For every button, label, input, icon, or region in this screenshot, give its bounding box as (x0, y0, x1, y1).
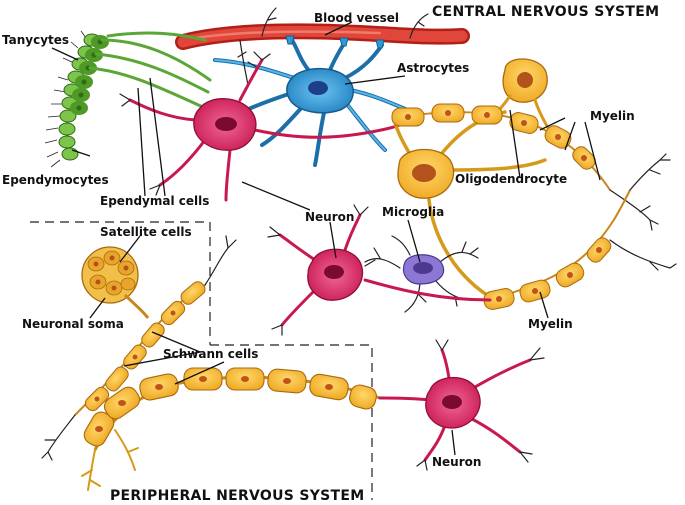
title-pns: PERIPHERAL NERVOUS SYSTEM (110, 488, 365, 504)
label-neuron-center: Neuron (305, 210, 354, 224)
label-astrocytes: Astrocytes (397, 61, 469, 75)
title-cns: CENTRAL NERVOUS SYSTEM (432, 4, 659, 20)
region-borders (30, 221, 373, 500)
label-ependymal-cells: Ependymal cells (100, 194, 209, 208)
satellite-ganglion (81, 246, 150, 319)
label-myelin-top: Myelin (590, 109, 635, 123)
label-neuron-bottom: Neuron (432, 455, 481, 469)
microglia-cell (364, 235, 479, 313)
pns-axon-left (41, 235, 237, 461)
label-myelin-bottom: Myelin (528, 317, 573, 331)
capillary-branches (237, 7, 429, 86)
label-ependymocytes: Ependymocytes (2, 173, 109, 187)
label-satellite-cells: Satellite cells (100, 225, 192, 239)
ependymal-layer (44, 30, 212, 168)
label-neuronal-soma: Neuronal soma (22, 317, 124, 331)
label-microglia: Microglia (382, 205, 444, 219)
label-oligodendrocyte: Oligodendrocyte (455, 172, 567, 186)
label-pointers (51, 21, 601, 456)
schwann-axon (81, 367, 381, 491)
neuron-center (267, 204, 492, 336)
astrocyte-cell (213, 35, 422, 167)
blood-vessel (175, 23, 470, 50)
myelin-axon-right (483, 153, 677, 310)
myelin-axon-top (391, 103, 659, 231)
label-tanycytes: Tanycytes (2, 33, 69, 47)
label-blood-vessel: Blood vessel (314, 11, 399, 25)
label-schwann-cells: Schwann cells (163, 347, 258, 361)
labels: CENTRAL NERVOUS SYSTEM PERIPHERAL NERVOU… (2, 4, 659, 504)
neuron-top (119, 51, 422, 202)
neuron-bottom (378, 339, 545, 471)
